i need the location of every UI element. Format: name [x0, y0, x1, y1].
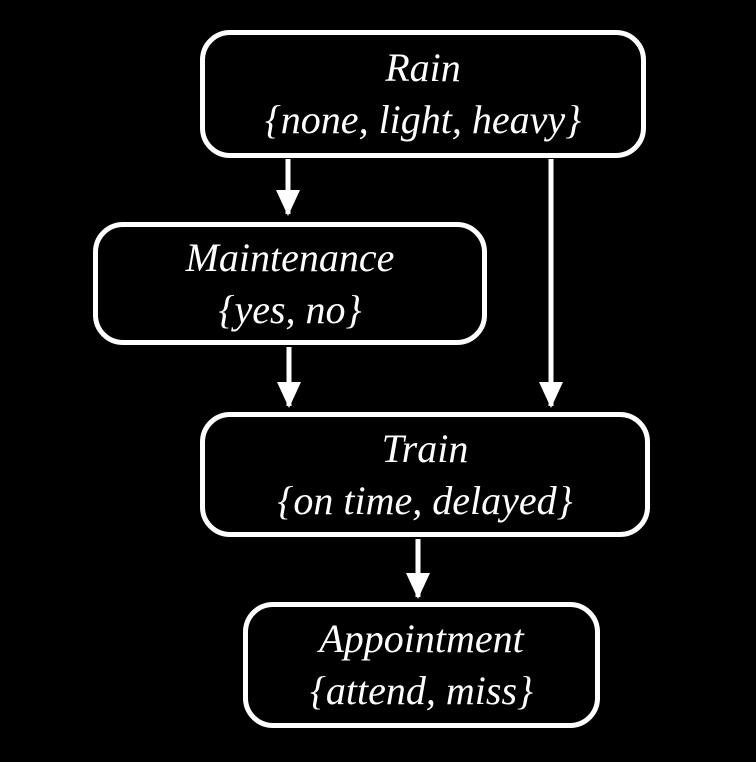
node-maintenance: Maintenance {yes, no} — [93, 222, 487, 345]
node-rain-label: Rain — [385, 45, 461, 90]
node-train: Train {on time, delayed} — [200, 412, 650, 537]
node-rain: Rain {none, light, heavy} — [200, 30, 646, 158]
node-maintenance-values: {yes, no} — [218, 286, 362, 332]
node-appointment-label: Appointment — [319, 616, 524, 661]
node-rain-values: {none, light, heavy} — [264, 97, 582, 142]
node-maintenance-label: Maintenance — [185, 234, 395, 280]
node-train-label: Train — [381, 425, 469, 471]
node-train-values: {on time, delayed} — [277, 477, 573, 523]
node-appointment: Appointment {attend, miss} — [243, 602, 600, 728]
node-appointment-values: {attend, miss} — [309, 668, 534, 713]
